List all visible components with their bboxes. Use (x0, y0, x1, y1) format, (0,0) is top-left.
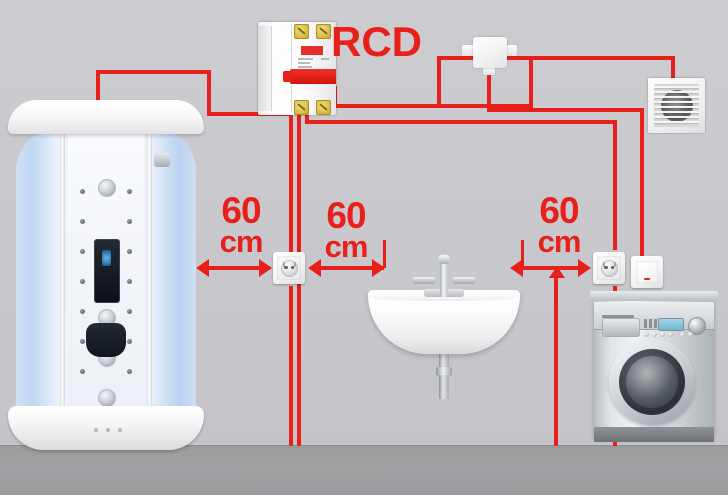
junction-box-body (473, 37, 507, 68)
wire-jbox-left-stub (437, 56, 467, 60)
socket-left[interactable] (273, 252, 305, 284)
rcd-terminal-bottom-right (316, 100, 331, 115)
wire-left-socket-down (289, 286, 293, 446)
wire-to-rcd-lower-left (207, 112, 293, 116)
wire-rcd-out-a (289, 112, 293, 272)
light-switch-rocker[interactable] (636, 261, 658, 283)
ventilation-fan (648, 78, 705, 133)
washing-machine-door[interactable] (609, 339, 695, 425)
washing-machine-logo (602, 315, 634, 318)
wire-top-bus-right (305, 120, 617, 124)
light-switch-indicator (644, 278, 650, 280)
junction-box (462, 33, 517, 75)
tap-spout (440, 261, 448, 297)
rcd-print-line-1 (298, 58, 313, 60)
shower-control-panel (94, 239, 120, 303)
floor-background (0, 446, 728, 495)
washing-machine (590, 291, 718, 446)
washing-machine-control-panel[interactable] (594, 302, 714, 337)
rcd-breaker[interactable] (258, 22, 336, 115)
light-switch[interactable] (631, 256, 663, 288)
shower-seat (86, 323, 126, 357)
shower-roof (8, 100, 204, 134)
tap-handle-left[interactable] (412, 277, 436, 284)
wire-fan-drop (671, 56, 675, 82)
rcd-side-rail (258, 26, 272, 111)
wire-to-right-socket (613, 120, 617, 250)
junction-box-stub-left (462, 45, 476, 56)
wire-to-switch-horizontal (487, 108, 644, 112)
wire-rcd-feed-horizontal (333, 104, 533, 108)
wire-feed-to-jbox-riser (529, 60, 533, 108)
wire-shower-drop (96, 70, 100, 112)
wire-jbox-bottom-stub (487, 68, 491, 112)
program-selector-knob[interactable] (688, 317, 706, 335)
rcd-module-divider (291, 24, 292, 113)
wire-shower-horizontal (96, 70, 211, 74)
rcd-terminal-top-right (316, 24, 331, 39)
wire-rcd-out-c (305, 112, 309, 124)
shower-glass (16, 127, 196, 419)
shower-door-frame-left (60, 127, 65, 419)
shower-body-jet-bottom (98, 389, 116, 407)
socket-right[interactable] (593, 252, 625, 284)
shower-body-jet-top (98, 179, 116, 197)
rcd-lever[interactable] (283, 69, 336, 84)
shower-cabin (8, 100, 204, 450)
washing-machine-display (658, 318, 684, 331)
washing-machine-plinth (594, 427, 714, 442)
dimension-label-2: 60 cm (324, 195, 369, 265)
rcd-print-line-3 (298, 66, 312, 68)
rcd-terminal-top-left (294, 24, 309, 39)
rcd-print-line-2 (298, 62, 310, 64)
shower-door-frame-right (147, 127, 152, 419)
washing-machine-door-glass (626, 356, 678, 408)
washing-machine-drum (619, 349, 685, 415)
dimension-label-1: 60 cm (219, 190, 264, 260)
shower-tray (8, 406, 204, 450)
drain-nut-lower (436, 367, 452, 376)
socket-right-outlet (600, 259, 618, 277)
junction-box-stub-right (504, 45, 517, 56)
floor-wall-edge (0, 445, 728, 446)
wire-jbox-left-drop (437, 56, 441, 108)
rcd-brand-stripe (301, 46, 323, 55)
drain-pipe-upper (439, 349, 449, 379)
tap-cap (438, 255, 450, 264)
socket-left-outlet (280, 259, 298, 277)
rcd-print-line-4 (321, 58, 329, 60)
dimension-label-3: 60 cm (537, 190, 582, 260)
washing-machine-top (590, 291, 718, 301)
shower-head (154, 153, 170, 167)
tap-handle-right[interactable] (452, 277, 476, 284)
detergent-drawer[interactable] (602, 318, 640, 337)
shower-back-panel (68, 127, 144, 419)
fan-grille (654, 84, 699, 127)
rcd-terminal-bottom-left (294, 100, 309, 115)
wire-jbox-to-fan-horizontal (512, 56, 675, 60)
junction-box-stub-bottom (483, 64, 495, 75)
wire-shower-riser (207, 70, 211, 116)
wire-basin-marker-down (554, 272, 558, 446)
drain-pipe-lower (439, 375, 449, 399)
wire-switch-drop (640, 108, 644, 256)
washbasin (368, 255, 520, 399)
rcd-label: RCD (331, 18, 422, 65)
